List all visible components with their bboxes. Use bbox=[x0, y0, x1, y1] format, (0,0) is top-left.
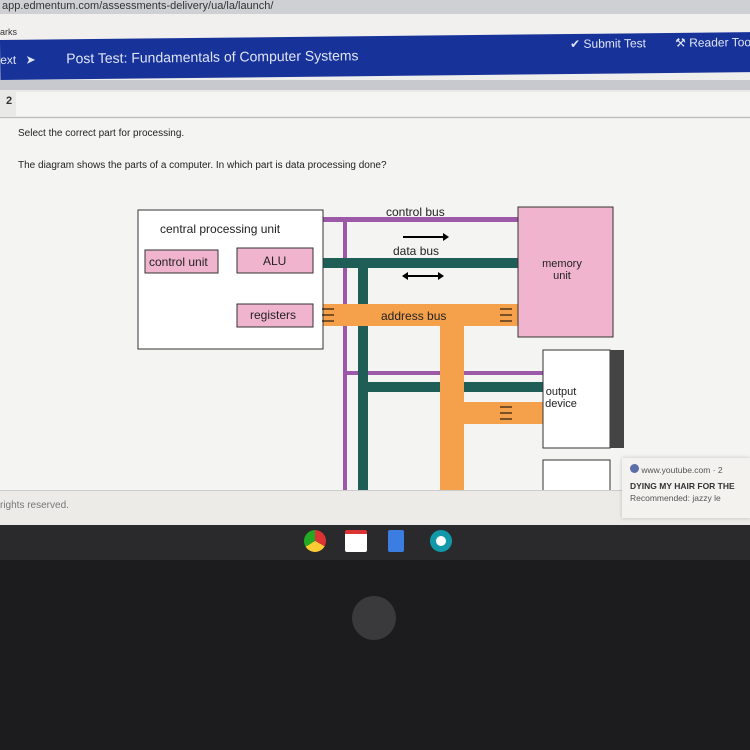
bookmarks-label[interactable]: arks bbox=[0, 27, 18, 37]
submit-test-button[interactable]: ✔ Submit Test bbox=[570, 36, 646, 51]
reader-label: Reader Too bbox=[689, 35, 750, 50]
control-bus-line bbox=[323, 217, 518, 222]
docs-icon[interactable] bbox=[388, 530, 404, 552]
next-label: ext bbox=[0, 52, 17, 67]
data-bus-label: data bus bbox=[393, 244, 440, 258]
question-content: Select the correct part for processing. … bbox=[0, 119, 750, 490]
data-bus-vertical bbox=[358, 258, 368, 490]
output-box bbox=[542, 349, 611, 449]
alu-box bbox=[236, 247, 314, 274]
data-bus-arrowhead-right bbox=[438, 272, 444, 280]
cpu-label: central processing unit bbox=[160, 222, 281, 236]
output-label: output device bbox=[545, 386, 577, 410]
next-arrow-icon: ➤ bbox=[25, 52, 36, 67]
memory-box bbox=[517, 206, 614, 338]
question-nav: 2 bbox=[0, 90, 750, 118]
address-bus-label: address bus bbox=[381, 309, 447, 323]
hp-logo bbox=[352, 596, 396, 640]
memory-label: memory unit bbox=[542, 258, 582, 282]
control-bus-arrowhead bbox=[443, 233, 449, 241]
chrome-icon[interactable] bbox=[304, 530, 326, 552]
question-number: 2 bbox=[6, 95, 13, 107]
notification-source: www.youtube.com · 2 bbox=[641, 465, 723, 475]
control-bus-label: control bus bbox=[386, 205, 445, 219]
address-arrows-icon bbox=[322, 308, 512, 420]
output-stripes bbox=[610, 350, 624, 448]
notification-sub: Recommended: jazzy le bbox=[630, 493, 721, 503]
address-bar[interactable]: app.edmentum.com/assessments-delivery/ua… bbox=[0, 0, 750, 14]
instruction: Select the correct part for processing. bbox=[18, 128, 185, 139]
address-bus-vertical bbox=[440, 304, 464, 490]
gmail-icon[interactable] bbox=[345, 530, 367, 552]
test-header: ext ➤ Post Test: Fundamentals of Compute… bbox=[0, 32, 750, 80]
divider bbox=[0, 80, 750, 90]
address-bus-line bbox=[318, 304, 518, 326]
control-unit-option[interactable]: control unit bbox=[149, 255, 208, 269]
control-bus-vertical bbox=[343, 217, 347, 490]
registers-box bbox=[236, 303, 314, 328]
prompt: The diagram shows the parts of a compute… bbox=[18, 160, 387, 171]
alu-option[interactable]: ALU bbox=[263, 254, 287, 268]
submit-label: Submit Test bbox=[583, 36, 647, 51]
chrome-icon bbox=[630, 464, 639, 473]
data-bus-arrowhead-left bbox=[402, 272, 408, 280]
page-title: Post Test: Fundamentals of Computer Syst… bbox=[66, 47, 359, 67]
control-unit-box bbox=[144, 249, 219, 274]
address-bus-output bbox=[440, 402, 543, 424]
play-store-icon[interactable] bbox=[430, 530, 452, 552]
copyright: rights reserved. bbox=[0, 500, 69, 511]
notification-title: DYING MY HAIR FOR THE bbox=[630, 481, 735, 491]
screen: app.edmentum.com/assessments-delivery/ua… bbox=[0, 0, 750, 525]
data-bus-line bbox=[323, 258, 518, 268]
next-button[interactable]: ext ➤ bbox=[0, 53, 36, 67]
taskbar bbox=[0, 525, 750, 560]
registers-option[interactable]: registers bbox=[250, 308, 297, 322]
computer-diagram bbox=[137, 206, 624, 490]
reader-tools-button[interactable]: ⚒ Reader Too bbox=[675, 35, 750, 50]
question-bar bbox=[16, 92, 750, 116]
wrench-icon: ⚒ bbox=[674, 35, 686, 50]
check-circle-icon: ✔ bbox=[570, 36, 581, 52]
input-box bbox=[542, 459, 611, 490]
notification[interactable]: www.youtube.com · 2 DYING MY HAIR FOR TH… bbox=[622, 458, 750, 518]
